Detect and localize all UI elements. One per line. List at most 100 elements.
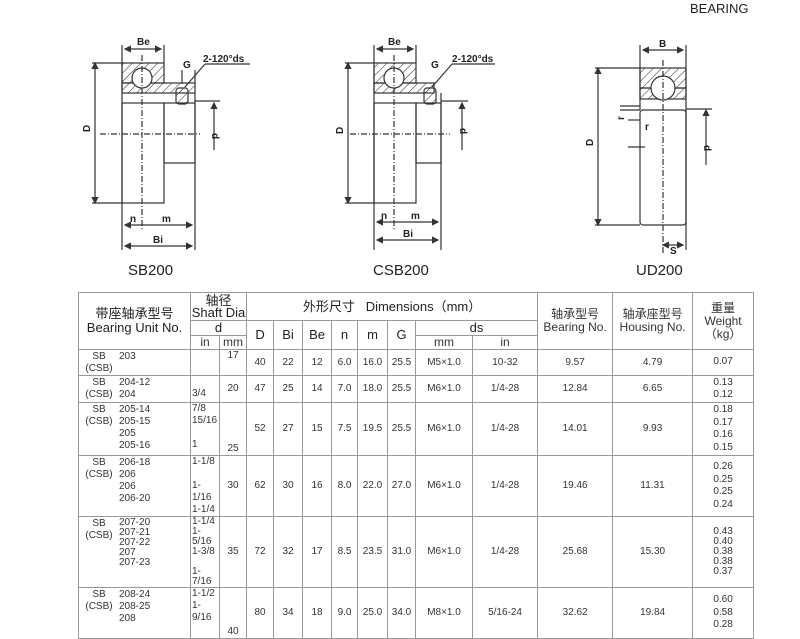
cell-bearing: 25.68 (537, 516, 614, 588)
cell-unit-no: SB (CSB)208-24 208-25 208 (78, 587, 191, 639)
header-shaft-en: Shaft Dia (191, 304, 246, 320)
header-housing-cn: 轴承座型号 (622, 307, 683, 321)
cell-G: 25.5 (387, 402, 417, 456)
header-shaft-cn: 轴径 (205, 292, 232, 308)
cell-shaft-mm: 20 (218, 375, 248, 403)
header-ds-in: in (472, 335, 539, 350)
cell-G: 31.0 (387, 516, 417, 588)
cell-bearing: 19.46 (537, 455, 614, 517)
csb200-drawing (344, 45, 495, 250)
cell-Be: 15 (302, 402, 333, 456)
cell-shaft-in: 7/8 15/16 1 (190, 402, 220, 456)
cell-bearing: 9.57 (537, 349, 614, 376)
header-shaft-d: d (189, 320, 248, 336)
csb200-label-m: m (411, 211, 420, 222)
cell-housing: 9.93 (612, 402, 694, 456)
sb200-label-be: Be (137, 37, 150, 48)
cell-housing: 19.84 (612, 587, 694, 639)
cell-Be: 14 (302, 375, 333, 403)
cell-G: 25.5 (387, 349, 417, 376)
cell-unit-no: SB (CSB) 207-20 207-21 207-22 207 207-23 (78, 516, 191, 588)
cell-shaft-mm: 30 (218, 455, 248, 517)
unit-prefix: SB (CSB) (85, 518, 113, 541)
csb200-label-d: d (457, 128, 468, 134)
unit-models: 204-12 204 (119, 377, 151, 400)
cell-Be: 12 (302, 349, 333, 376)
bearing-drawings: Be G 2-120°ds D d n m Bi Be G 2-120°ds D… (82, 37, 712, 257)
cell-housing: 6.65 (612, 375, 694, 403)
ud200-label-b: B (659, 39, 666, 50)
cell-weight: 0.07 (692, 349, 755, 376)
header-dimensions: 外形尺寸 Dimensions（mm） (246, 292, 539, 321)
cell-n: 6.0 (331, 349, 359, 376)
cell-n: 8.5 (331, 516, 359, 588)
sb200-label-g: G (183, 60, 191, 71)
ud200-label-d: d (701, 145, 712, 151)
cell-shaft-in: 1-1/4 1-5/16 1-3/8 1-7/16 (190, 516, 220, 588)
sb200-label-m: m (162, 214, 171, 225)
caption-sb200: SB200 (128, 262, 174, 279)
unit-prefix: SB (CSB) (85, 404, 113, 427)
cell-ds-in: 1/4-28 (472, 516, 539, 588)
caption-ud200: UD200 (636, 262, 683, 279)
cell-m: 23.5 (357, 516, 389, 588)
csb200-label-n: n (381, 211, 387, 222)
cell-shaft-in: 3/4 (190, 375, 220, 403)
unit-models: 208-24 208-25 208 (119, 589, 151, 624)
header-unit-cn: 带座轴承型号 (95, 306, 174, 321)
unit-models: 207-20 207-21 207-22 207 207-23 (119, 517, 151, 568)
header-housing-en: Housing No. (619, 320, 686, 334)
cell-Bi: 30 (273, 455, 304, 517)
cell-weight: 0.18 0.17 0.16 0.15 (692, 402, 755, 456)
cell-shaft-in: 1-1/8 1-1/16 1-1/4 (190, 455, 220, 517)
cell-m: 16.0 (357, 349, 389, 376)
cell-G: 27.0 (387, 455, 417, 517)
header-D: D (246, 320, 275, 350)
header-unit-en: Bearing Unit No. (86, 320, 183, 335)
table-row: SB (CSB) 207-20 207-21 207-22 207 207-23 1… (78, 516, 755, 588)
sb200-label-d: d (209, 133, 220, 139)
cell-ds-mm: M6×1.0 (415, 375, 474, 403)
cell-n: 7.0 (331, 375, 359, 403)
header-G: G (387, 320, 417, 350)
cell-n: 7.5 (331, 402, 359, 456)
cell-shaft-mm: 25 (218, 402, 248, 456)
header-bearing-en: Bearing No. (543, 320, 607, 334)
csb200-label-be: Be (388, 37, 401, 48)
caption-csb200: CSB200 (373, 262, 429, 279)
header-Bi: Bi (273, 320, 304, 350)
cell-D: 52 (246, 402, 275, 456)
cell-shaft-mm: 35 (218, 516, 248, 588)
header-n: n (331, 320, 359, 350)
cell-D: 47 (246, 375, 275, 403)
cell-bearing: 12.84 (537, 375, 614, 403)
unit-models: 206-18 206 206 206-20 (119, 457, 151, 504)
sb200-label-D: D (82, 125, 93, 132)
unit-prefix: SB (CSB) (85, 351, 113, 374)
cell-shaft-mm: 17 (218, 349, 248, 376)
cell-Bi: 22 (273, 349, 304, 376)
unit-prefix: SB (CSB) (85, 457, 113, 480)
ud200-label-r1: r (616, 116, 627, 120)
header-shaft-in: in (190, 335, 220, 350)
cell-unit-no: SB (CSB)203 (78, 349, 191, 376)
header-weight-unit: （kg） (704, 326, 742, 341)
cell-ds-mm: M6×1.0 (415, 516, 474, 588)
table-row: SB (CSB) 206-18 206 206 206-20 1-1/8 1-1/1… (78, 455, 755, 517)
cell-shaft-in: 1-1/2 1-9/16 (190, 587, 220, 639)
cell-Bi: 32 (273, 516, 304, 588)
cell-ds-in: 10-32 (472, 349, 539, 376)
cell-G: 25.5 (387, 375, 417, 403)
ud200-label-D: D (585, 139, 596, 146)
cell-ds-mm: M6×1.0 (415, 402, 474, 456)
cell-ds-in: 1/4-28 (472, 455, 539, 517)
header-weight-cn: 重量 (711, 300, 736, 315)
unit-prefix: SB (CSB) (85, 377, 113, 400)
cell-housing: 11.31 (612, 455, 694, 517)
ud200-label-s: S (670, 246, 677, 257)
